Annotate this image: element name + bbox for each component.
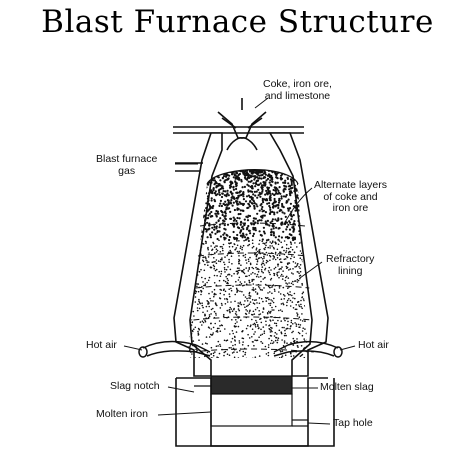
label-charge: Coke, iron ore, and limestone xyxy=(263,78,332,102)
label-gas-line1: Blast furnace xyxy=(96,153,158,165)
page-title: Blast Furnace Structure xyxy=(41,4,434,40)
label-gas-line2: gas xyxy=(118,164,136,177)
label-slag-notch: Slag notch xyxy=(110,380,160,392)
label-lining-line2: lining xyxy=(337,264,363,277)
label-hot-air-left: Hot air xyxy=(86,339,117,351)
label-layers-line3: iron ore xyxy=(332,202,369,214)
top-platform xyxy=(173,126,304,134)
label-layers-line2: of coke and xyxy=(323,190,378,203)
label-lining: Refractory lining xyxy=(326,253,375,277)
label-gas: Blast furnace gas xyxy=(96,153,158,177)
label-charge-line2: and limestone xyxy=(264,89,331,102)
label-layers: Alternate layers of coke and iron ore xyxy=(314,179,387,215)
leader-lines xyxy=(123,97,356,425)
label-tap-hole: Tap hole xyxy=(333,417,373,429)
label-charge-line1: Coke, iron ore, xyxy=(263,78,332,90)
charging-bell xyxy=(217,98,267,151)
label-molten-slag: Molten slag xyxy=(320,381,374,393)
gas-offtake-pipe xyxy=(175,162,203,172)
label-lining-line1: Refractory xyxy=(326,253,375,265)
hearth xyxy=(175,375,335,447)
furnace-shell xyxy=(173,132,329,377)
label-molten-iron: Molten iron xyxy=(96,408,148,420)
label-layers-line1: Alternate layers xyxy=(314,179,387,191)
hot-air-bustle-pipe xyxy=(138,340,343,358)
label-hot-air-right: Hot air xyxy=(358,339,389,351)
